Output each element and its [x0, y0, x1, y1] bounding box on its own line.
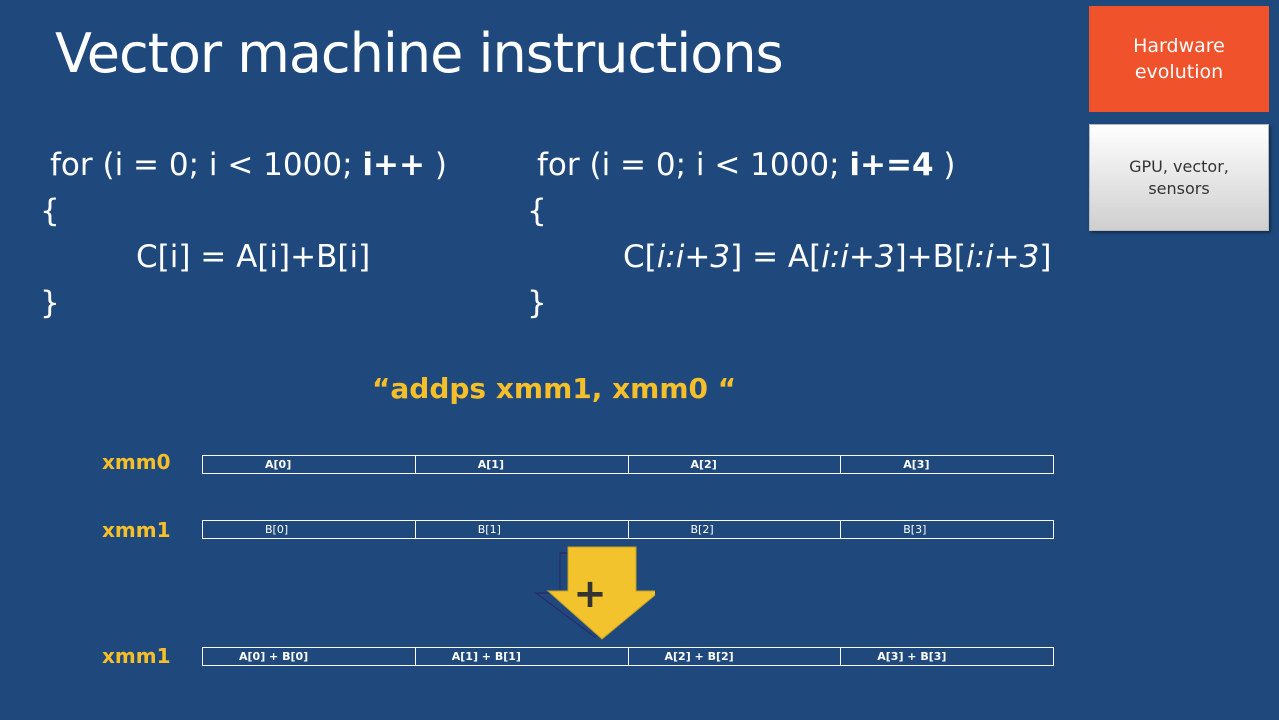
register-cell: A[0] + B[0]: [239, 650, 309, 663]
slide-title: Vector machine instructions: [55, 22, 784, 85]
scalar-loop-code: for (i = 0; i < 1000; i++ ) { C[i] = A[i…: [40, 142, 447, 326]
plus-arrow-icon: +: [534, 546, 655, 640]
vector-increment: i+=4: [849, 147, 934, 183]
vector-body-end: ]: [1039, 239, 1052, 275]
vector-close-paren: ): [943, 147, 956, 183]
vector-body-index: i:i+3: [966, 239, 1040, 275]
vector-body-index: i:i+3: [656, 239, 731, 275]
register-cell: A[1] + B[1]: [414, 648, 628, 665]
register-cell: B[0]: [265, 523, 289, 536]
register-label-xmm1-result: xmm1: [102, 644, 171, 668]
vector-close-brace: }: [527, 285, 547, 321]
register-cell: B[2]: [627, 521, 841, 538]
scalar-loop-body: C[i] = A[i]+B[i]: [136, 239, 371, 275]
plus-symbol: +: [573, 571, 607, 617]
register-label-xmm1: xmm1: [102, 518, 171, 542]
register-xmm1-b: B[0] B[1] B[2] B[3]: [202, 520, 1054, 539]
register-cell: A[0]: [265, 458, 292, 471]
vector-body-c: C[: [623, 239, 657, 275]
vector-body-a: ] = A[: [730, 239, 822, 275]
register-xmm1-result: A[0] + B[0] A[1] + B[1] A[2] + B[2] A[3]…: [202, 647, 1054, 666]
register-cell: A[3] + B[3]: [840, 648, 1053, 665]
register-cell: A[2]: [627, 456, 841, 473]
vector-loop-code: for (i = 0; i < 1000; i+=4 ) { C[i:i+3] …: [527, 142, 1052, 326]
vector-open-brace: {: [527, 193, 547, 229]
vector-body-index: i:i+3: [821, 239, 895, 275]
register-cell: B[1]: [414, 521, 628, 538]
scalar-open-brace: {: [40, 193, 60, 229]
register-cell: B[3]: [840, 521, 1053, 538]
register-cell: A[1]: [414, 456, 628, 473]
register-xmm0: A[0] A[1] A[2] A[3]: [202, 455, 1054, 474]
register-label-xmm0: xmm0: [102, 450, 171, 474]
hardware-evolution-tag[interactable]: Hardware evolution: [1089, 6, 1269, 112]
scalar-close-brace: }: [40, 285, 60, 321]
vector-loop-head: for (i = 0; i < 1000;: [537, 147, 850, 183]
scalar-loop-head: for (i = 0; i < 1000;: [50, 147, 363, 183]
vector-body-b: ]+B[: [894, 239, 967, 275]
vector-loop-body: C[i:i+3] = A[i:i+3]+B[i:i+3]: [527, 234, 1052, 280]
register-cell: A[2] + B[2]: [627, 648, 841, 665]
scalar-close-paren: ): [434, 147, 447, 183]
register-cell: A[3]: [840, 456, 1053, 473]
gpu-vector-sensors-tag[interactable]: GPU, vector, sensors: [1089, 124, 1269, 231]
addps-instruction: “addps xmm1, xmm0 “: [372, 372, 737, 405]
scalar-increment: i++: [362, 147, 425, 183]
